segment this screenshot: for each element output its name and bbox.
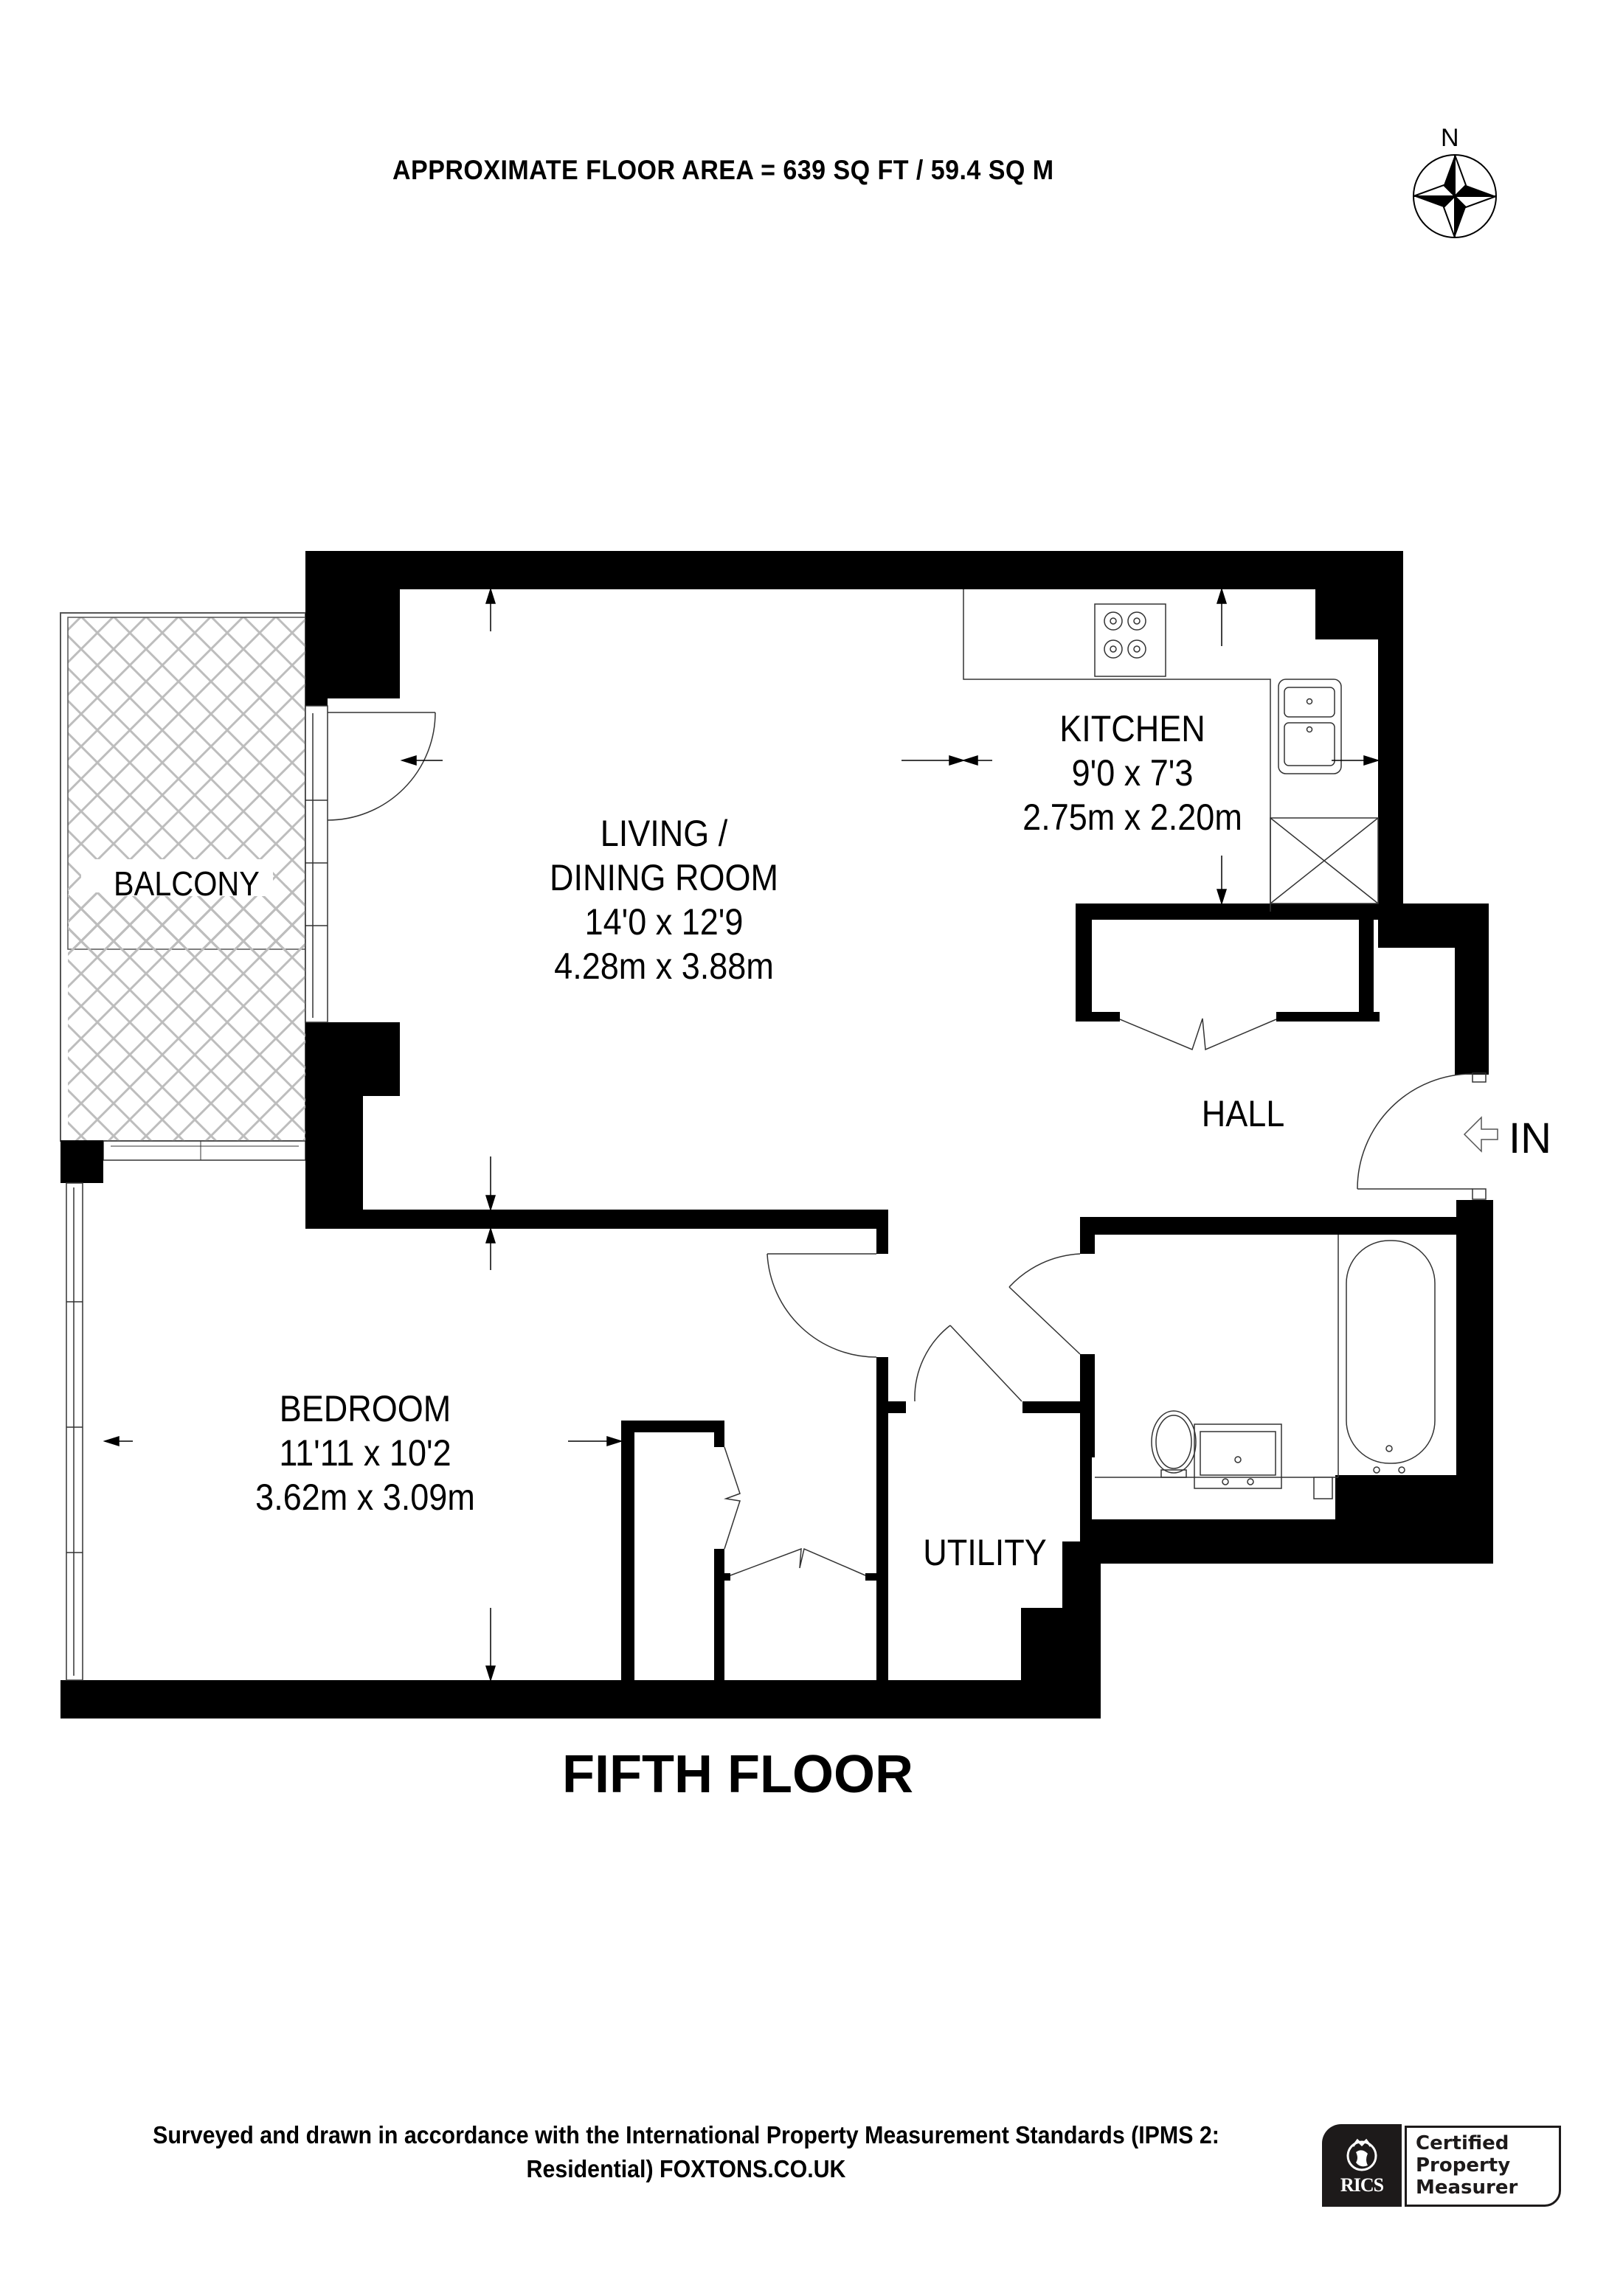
room-dimensions-metric: 4.28m x 3.88m [554,946,774,987]
room-kitchen: KITCHEN 9'0 x 7'3 2.75m x 2.20m [985,707,1280,839]
room-name-line1: LIVING / [600,813,728,854]
room-bedroom: BEDROOM 11'11 x 10'2 3.62m x 3.09m [199,1387,531,1519]
room-hall: HALL [1151,1092,1335,1136]
room-utility: UTILITY [893,1530,1077,1575]
room-name: UTILITY [923,1532,1047,1573]
room-dimensions-imperial: 11'11 x 10'2 [279,1432,451,1474]
survey-disclaimer-line2: Residential) FOXTONS.CO.UK [526,2155,846,2182]
kitchen-counter [963,589,1379,912]
floor-area-text: APPROXIMATE FLOOR AREA = 639 SQ FT / 59.… [392,155,1054,185]
survey-disclaimer-line1: Surveyed and drawn in accordance with th… [153,2121,1219,2148]
room-name: BALCONY [114,864,260,903]
floor-title: FIFTH FLOOR [562,1745,913,1804]
badge-line3: Measurer [1416,2177,1518,2199]
balcony-door[interactable] [327,712,436,821]
balcony-area [60,612,306,1161]
room-name: BEDROOM [279,1388,451,1429]
room-dimensions-metric: 2.75m x 2.20m [1022,797,1242,838]
rics-wordmark: RICS [1340,2174,1384,2196]
room-living-dining: LIVING / DINING ROOM 14'0 x 12'9 4.28m x… [443,811,885,988]
badge-line1: Certified [1416,2132,1509,2154]
north-label: N [1441,124,1459,152]
lion-crest-icon [1346,2138,1377,2171]
dimension-arrows [103,587,1380,1682]
walls [60,551,1493,1718]
room-dimensions-metric: 3.62m x 3.09m [255,1477,475,1518]
entrance-arrow-icon [1463,1116,1498,1153]
room-name: HALL [1201,1093,1285,1134]
room-name-line2: DINING ROOM [550,857,778,898]
bathroom-door[interactable] [1008,1253,1081,1355]
compass-rose-icon [1413,154,1497,238]
entrance-door[interactable] [1357,1072,1487,1200]
room-balcony: BALCONY [68,861,305,906]
room-name: KITCHEN [1059,708,1205,749]
bedroom-window [66,1182,83,1681]
rics-certified-badge: RICS Certified Property Measurer [1322,2124,1565,2207]
floor-area-heading: APPROXIMATE FLOOR AREA = 639 SQ FT / 59.… [0,155,1623,186]
bathroom-fixtures [1095,1235,1436,1499]
living-window [305,705,328,1023]
badge-line2: Property [1416,2154,1511,2177]
cupboard-doors[interactable] [1119,1018,1277,1051]
rics-logo: RICS [1322,2124,1402,2207]
room-dimensions-imperial: 14'0 x 12'9 [584,901,744,943]
utility-door[interactable] [914,1325,1022,1402]
entrance-label: IN [1509,1114,1551,1162]
room-dimensions-imperial: 9'0 x 7'3 [1071,752,1194,794]
wardrobe-doors[interactable] [724,1446,866,1576]
survey-disclaimer: Surveyed and drawn in accordance with th… [44,2118,1328,2186]
certification-text-box: Certified Property Measurer [1405,2126,1561,2207]
bedroom-door[interactable] [766,1253,877,1358]
